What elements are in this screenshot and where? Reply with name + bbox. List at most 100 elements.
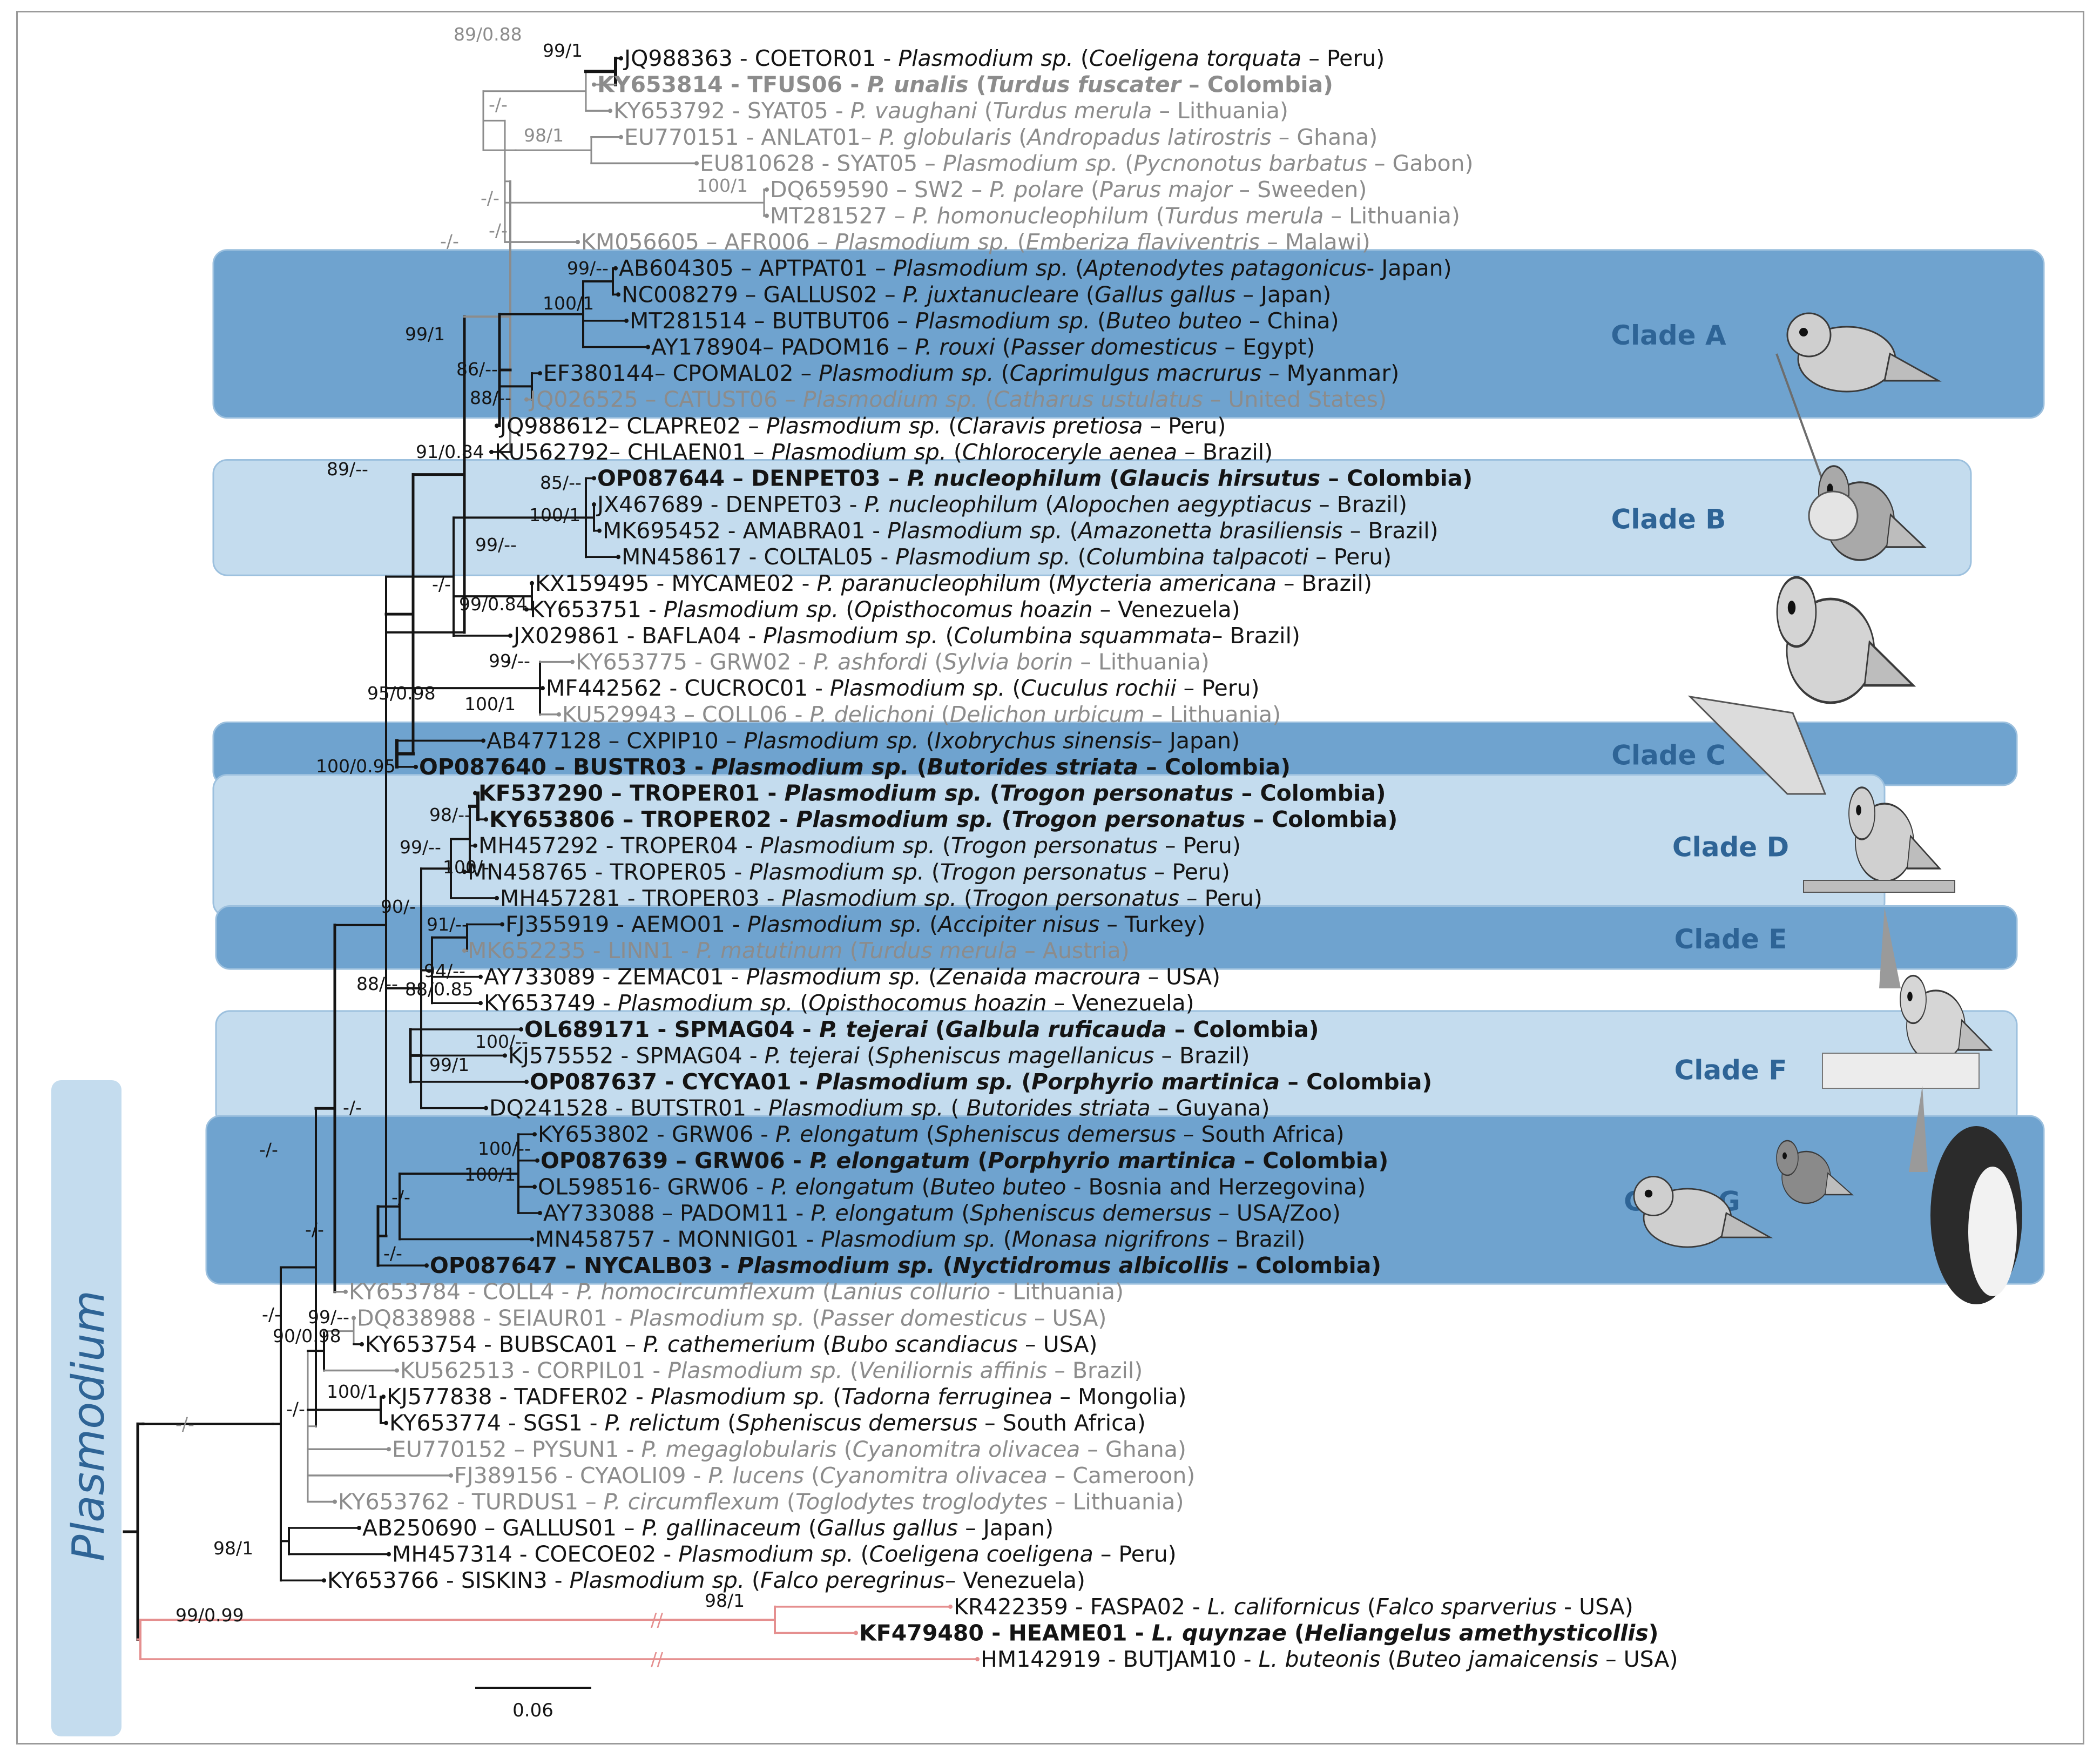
taxon-label-part: EU770152 – PYSUN1 - — [392, 1436, 642, 1462]
taxon-label-part: KY653802 - GRW06 - — [538, 1121, 775, 1147]
taxon-label-part: ( — [854, 1541, 869, 1567]
taxon-label-part: KU562792– CHLAEN01 – — [495, 439, 771, 465]
taxon-label-part: ( — [793, 990, 808, 1016]
taxon-label-part: – Myanmar) — [1261, 360, 1399, 386]
tip-point — [508, 633, 512, 638]
taxon-label-part: ( — [934, 702, 950, 728]
tip-point — [975, 1657, 980, 1661]
nightjar-illustration-2-tail — [1720, 1211, 1773, 1238]
tip-point — [462, 948, 467, 953]
taxon-label-part: – USA/Zoo) — [1211, 1200, 1340, 1226]
taxon-label-48: DQ838988 - SEIAUR01 - Plasmodium sp. (Pa… — [357, 1305, 1106, 1331]
taxon-label-part: EF380144– CPOMAL02 – — [543, 360, 819, 386]
taxon-label-part: OL689171 - SPMAG04 - — [524, 1016, 819, 1042]
taxon-label-part: AB604305 – APTPAT01 – — [619, 255, 893, 281]
support-value-5: 100/1 — [697, 175, 748, 196]
taxon-label-part: ( — [969, 72, 987, 98]
taxon-label-part: ( — [837, 1436, 853, 1462]
taxon-label-15: KU562792– CHLAEN01 – Plasmodium sp. (Chl… — [495, 439, 1273, 465]
taxon-label-part: DQ838988 - SEIAUR01 - — [357, 1305, 630, 1331]
taxon-label-part: – Brazil) — [1177, 439, 1273, 465]
taxon-label-part: – Peru) — [1143, 413, 1226, 439]
taxon-label-part: Gallus gallus — [1095, 281, 1235, 307]
taxon-label-part: – Peru) — [1158, 833, 1241, 859]
taxon-label-part: KY653766 - SISKIN3 - — [327, 1567, 570, 1593]
taxon-label-part: ( — [805, 1305, 820, 1331]
tip-point — [948, 1604, 953, 1609]
support-value-27: 100/- — [443, 857, 489, 878]
taxon-label-13: JQ026525 – CATUST06 – Plasmodium sp. (Ca… — [528, 387, 1387, 413]
taxon-label-1: KY653814 - TFUS06 - P. unalis (Turdus fu… — [597, 72, 1333, 98]
taxon-label-part: JQ988612– CLAPRE02 – — [498, 413, 766, 439]
tip-point — [489, 449, 494, 454]
clade-label-5: Clade E — [1674, 924, 1787, 955]
taxon-label-5: DQ659590 – SW2 – P. polare (Parus major … — [770, 177, 1367, 203]
taxon-label-part: KY653806 – TROPER02 - — [489, 806, 796, 832]
taxon-label-part: Plasmodium sp. — [796, 806, 994, 832]
tip-point — [765, 187, 769, 192]
taxon-label-46: OP087647 – NYCALB03 - Plasmodium sp. (Ny… — [430, 1252, 1381, 1278]
tip-point — [624, 318, 629, 323]
taxon-label-part: Lanius collurio — [831, 1279, 990, 1305]
taxon-label-part: Columbina squammata — [954, 623, 1212, 649]
tip-point — [854, 1631, 858, 1635]
taxon-label-part: AY733089 - ZEMAC01 - — [484, 964, 746, 990]
taxon-label-part: Caprimulgus macrurus — [1010, 360, 1261, 386]
taxon-label-part: Tadorna ferruginea — [841, 1384, 1052, 1410]
taxon-label-60: KF479480 - HEAME01 - L. quynzae (Heliang… — [859, 1620, 1659, 1646]
taxon-label-55: KY653762 - TURDUS1 – P. circumflexum (To… — [338, 1488, 1184, 1514]
tip-point — [608, 109, 612, 113]
support-values: 99/189/0.88-/-98/1-/-100/1-/--/-99/--100… — [175, 24, 748, 1626]
taxon-label-part: DQ659590 – SW2 – — [770, 177, 989, 203]
taxon-label-part: Plasmodium sp. — [667, 1358, 842, 1384]
taxon-label-part: Parus major — [1099, 177, 1233, 203]
support-value-18: -/- — [432, 574, 451, 595]
taxon-label-part: ( — [1011, 124, 1027, 150]
taxon-label-part: Alopochen aegyptiacus — [1052, 491, 1312, 517]
taxon-label-part: ( — [978, 387, 994, 413]
tip-point — [484, 1106, 488, 1110]
clade-band-1 — [212, 249, 2045, 419]
taxon-label-44: AY733088 – PADOM11 - P. elongatum (Sphen… — [543, 1200, 1341, 1226]
taxon-label-part: Plasmodium sp. — [819, 360, 994, 386]
taxon-label-part: ( — [1102, 465, 1119, 491]
taxon-label-part: – Austria) — [1017, 938, 1129, 964]
gallinule-illustration — [1776, 1140, 1854, 1204]
trogon-illustration-head — [1848, 786, 1875, 840]
taxon-label-part: ( — [1041, 570, 1057, 596]
taxon-label-part: Plasmodium sp. — [893, 255, 1068, 281]
trogon-illustration-tail — [1906, 834, 1942, 870]
taxon-label-part: – United States) — [1203, 387, 1387, 413]
taxon-label-part: ( — [1381, 1646, 1396, 1672]
taxon-label-52: KY653774 - SGS1 - P. relictum (Spheniscu… — [389, 1410, 1146, 1436]
taxon-label-part: ( — [994, 806, 1011, 832]
support-value-31: 88/0.85 — [405, 979, 474, 1000]
tip-point — [538, 371, 542, 376]
taxon-label-61: HM142919 - BUTJAM10 - L. buteonis (Buteo… — [981, 1646, 1678, 1672]
taxon-label-part: ( — [720, 1410, 736, 1436]
taxon-label-part: – Japan) — [958, 1515, 1054, 1541]
taxon-label-40: DQ241528 - BUTSTR01 - Plasmodium sp. ( B… — [489, 1095, 1270, 1121]
taxon-label-part: KF479480 - HEAME01 - — [859, 1620, 1152, 1646]
taxon-label-part: - Japan) — [1366, 255, 1451, 281]
taxon-label-part: KF537290 – TROPER01 - — [478, 780, 785, 806]
support-value-45: 100/1 — [327, 1381, 378, 1402]
taxon-label-part: Plasmodium sp. — [821, 1227, 996, 1252]
tip-point — [646, 345, 650, 349]
taxon-label-22: JX029861 - BAFLA04 - Plasmodium sp. (Col… — [512, 623, 1300, 649]
taxon-label-part: - Bosnia and Herzegovina) — [1066, 1174, 1366, 1200]
heron-illustration-tail — [1863, 640, 1916, 687]
taxon-label-part: P. juxtanucleare — [903, 281, 1079, 307]
taxon-label-part: ( — [1149, 203, 1165, 229]
taxon-label-part: FJ389156 - CYAOLI09 - — [454, 1463, 708, 1488]
support-value-29: 91/-- — [427, 914, 468, 935]
taxon-label-part: ( — [1079, 281, 1095, 307]
taxon-label-part: Pycnonotus barbatus — [1133, 150, 1367, 176]
taxon-label-11: AY178904– PADOM16 – P. rouxi (Passer dom… — [651, 334, 1315, 360]
taxon-label-part: Cyanomitra olivacea — [820, 1463, 1048, 1488]
taxon-label-part: OP087640 – BUSTR03 - — [419, 754, 711, 780]
taxon-label-part: Plasmodium sp. — [768, 1095, 943, 1121]
taxon-label-part: Porphyrio martinica — [1031, 1069, 1280, 1095]
taxon-label-part: Plasmodium sp. — [711, 754, 909, 780]
taxon-label-part: ( — [915, 1174, 930, 1200]
